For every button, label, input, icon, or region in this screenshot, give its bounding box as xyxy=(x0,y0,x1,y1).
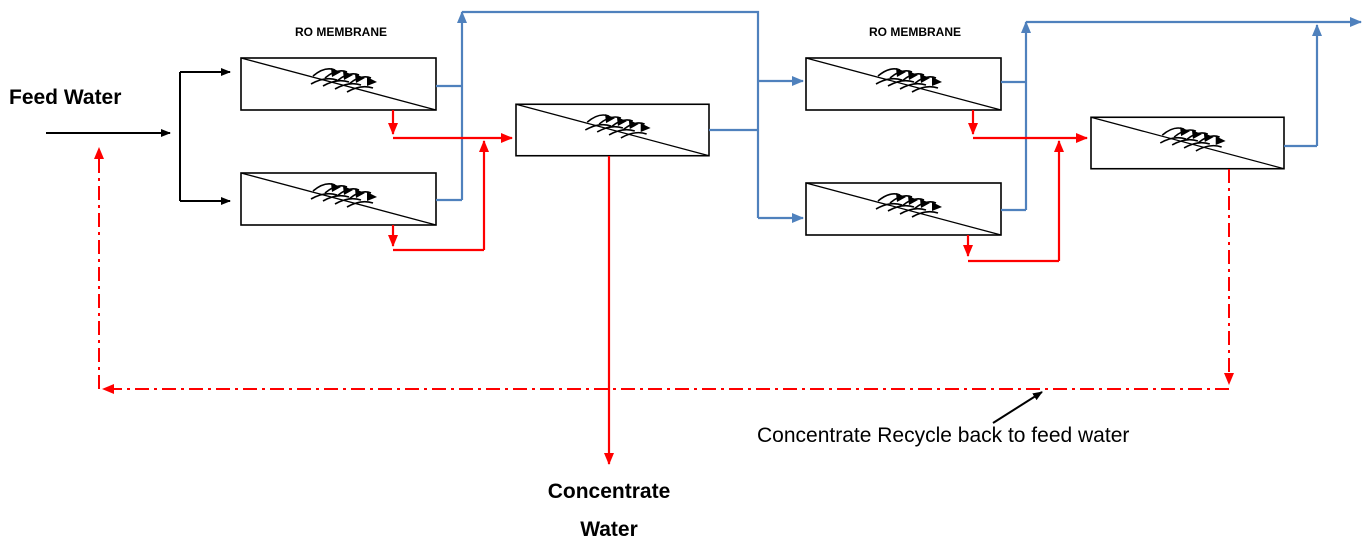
feed-water-label: Feed Water xyxy=(9,86,121,109)
recycle-callout-arrow xyxy=(992,391,1043,424)
concentrate-water-label-line1: Concentrate xyxy=(548,480,671,503)
membrane-header-2: RO MEMBRANE xyxy=(869,25,961,39)
permeate-header-1 xyxy=(462,10,760,218)
concentrate-lines xyxy=(388,110,1088,465)
recycle-label: Concentrate Recycle back to feed water xyxy=(757,424,1129,447)
concentrate-water-label-line2: Water xyxy=(580,518,638,541)
membrane-header-1: RO MEMBRANE xyxy=(295,25,387,39)
ro-membrane-3b-icon xyxy=(805,182,1002,236)
ro-membrane-1a-icon xyxy=(240,57,437,111)
ro-membrane-4-icon xyxy=(1090,116,1285,170)
ro-membrane-3a-icon xyxy=(805,57,1002,111)
ro-membrane-1b-icon xyxy=(240,172,437,226)
permeate-lines xyxy=(436,10,1362,223)
ro-membrane-2-icon xyxy=(515,103,710,157)
recycle-lines xyxy=(94,147,1234,394)
feed-lines xyxy=(46,68,231,205)
